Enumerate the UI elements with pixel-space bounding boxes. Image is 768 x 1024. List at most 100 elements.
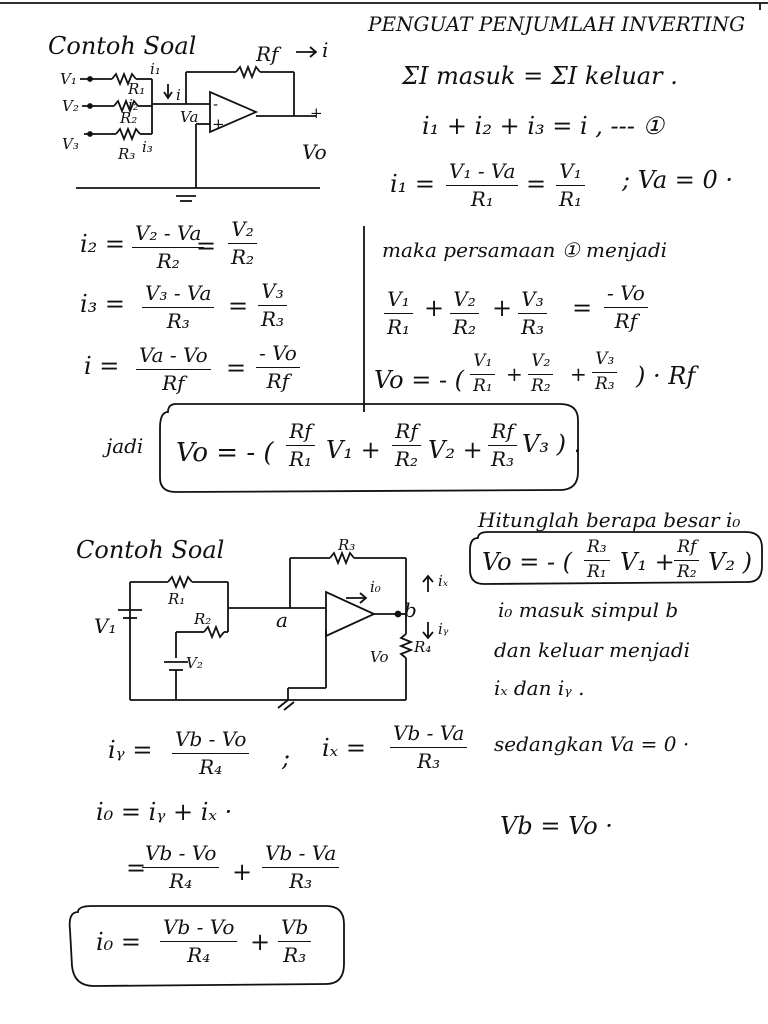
i-simple-denominator: Rf (266, 369, 290, 393)
i1-equals: = (526, 170, 547, 198)
final-plus: + (250, 928, 271, 956)
i1-simple-numerator: V₁ (556, 160, 585, 186)
i1-numerator: V₁ - Va (446, 160, 519, 186)
ix-label: iₓ = (322, 734, 366, 762)
vo-expression-start: Vo = - ( (374, 366, 465, 394)
final-io-label: i₀ = (96, 928, 142, 956)
label-v3: V₃ (62, 135, 79, 153)
r1-plus-1: + (424, 294, 445, 322)
result-vo-start: Vo = - ( (176, 438, 274, 468)
vo-term-1-num: V₁ (470, 351, 496, 375)
ix-numerator: Vb - Va (390, 722, 468, 748)
r1-term-1-num: V₁ (384, 288, 413, 314)
arrowhead-iy (422, 631, 434, 640)
vo-plus-2: + (570, 362, 587, 386)
q2-vo-start: Vo = - ( (482, 548, 573, 576)
circuit-1 (76, 46, 320, 202)
i1-simple-denominator: R₁ (559, 187, 583, 211)
label-i2: i₂ (128, 96, 139, 114)
vo-term-1: V₁ R₁ (470, 351, 496, 396)
terminal-v2 (87, 103, 93, 109)
resistor-r2 (113, 98, 139, 114)
resistor-r1 (111, 71, 137, 87)
label-v2: V₂ (62, 97, 79, 115)
i3-simple-denominator: R₃ (261, 307, 285, 331)
label-vo: Vo (302, 140, 327, 164)
vo-term-3-num: V₃ (592, 349, 618, 373)
formula-box-2 (469, 531, 763, 585)
result-term-2-num: Rf (392, 420, 421, 446)
resistor-r3-c2 (329, 550, 355, 566)
io-term-2-den: R₃ (289, 869, 313, 893)
label-v1: V₁ (60, 70, 77, 88)
q2-term-2-den: R₂ (677, 561, 697, 582)
io-term-1-den: R₄ (169, 869, 193, 893)
label-i-node: i (176, 86, 181, 104)
c2-label-io: i₀ (370, 578, 381, 596)
q2-term-2-num: Rf (674, 537, 700, 561)
label-opamp-plus: + (212, 115, 225, 133)
label-va: Va (180, 108, 199, 126)
i-simple-numerator: - Vo (256, 342, 300, 368)
result-text-1: V₁ + (326, 436, 381, 464)
iy-label: iᵧ = (108, 736, 153, 764)
i2-numerator: V₂ - Va (132, 222, 205, 248)
vo-term-1-den: R₁ (473, 375, 493, 396)
r1-term-3-den: R₃ (521, 315, 545, 339)
i3-label: i₃ = (80, 290, 126, 318)
opamp-1 (209, 90, 259, 134)
i3-fraction-simple: V₃ R₃ (258, 280, 287, 331)
result-term-2-den: R₂ (395, 447, 419, 471)
question-2: Hitunglah berapa besar i₀ (478, 508, 741, 532)
r1-term-1-den: R₁ (387, 315, 411, 339)
result-box-1 (159, 403, 579, 493)
c2-label-vo: Vo (370, 648, 389, 666)
label-rf: Rf (256, 42, 279, 66)
q2-term-1: R₃ R₁ (584, 537, 610, 582)
c2-label-iy: iᵧ (438, 620, 449, 638)
arrowhead-io (359, 592, 368, 604)
i3-equals: = (228, 292, 249, 320)
label-i: i (322, 38, 329, 62)
result-term-1-den: R₁ (289, 447, 313, 471)
resistor-r4 (398, 633, 414, 659)
example-title-1: Contoh Soal (48, 32, 197, 60)
r1-term-4: - Vo Rf (604, 282, 648, 333)
i-label: i = (84, 352, 120, 380)
r1-term-1: V₁ R₁ (384, 288, 413, 339)
c2-label-v2: V₂ (186, 654, 203, 672)
i1-fraction: V₁ - Va R₁ (446, 160, 519, 211)
vo-term-3-den: R₃ (595, 373, 615, 394)
c2-label-node-b: b (404, 598, 417, 622)
i3-denominator: R₃ (166, 309, 190, 333)
note-line-2: dan keluar menjadi (494, 638, 691, 662)
r1-equals: = (572, 294, 593, 322)
vo-plus-1: + (506, 362, 523, 386)
arrowhead-i-node (163, 91, 173, 100)
resistor-rf (235, 64, 261, 80)
i2-simple-numerator: V₂ (228, 218, 257, 244)
i3-fraction: V₃ - Va R₃ (142, 282, 215, 333)
c2-label-r3: R₃ (338, 536, 356, 554)
i2-equals: = (196, 232, 217, 260)
result-term-2: Rf R₂ (392, 420, 421, 471)
r1-plus-2: + (492, 294, 513, 322)
r1-term-2-den: R₂ (453, 315, 477, 339)
result-box-2 (68, 905, 345, 987)
q2-text-1: V₁ + (620, 548, 675, 576)
i1-denominator: R₁ (470, 187, 494, 211)
label-r2: R₂ (120, 109, 138, 127)
io-term-2: Vb - Va R₃ (262, 842, 340, 893)
result-text-3: V₃ ) . (522, 430, 582, 458)
q2-term-2: Rf R₂ (674, 537, 700, 582)
i3-numerator: V₃ - Va (142, 282, 215, 308)
sum-equation: i₁ + i₂ + i₃ = i , --- ① (422, 112, 665, 140)
c2-label-r4: R₄ (414, 638, 432, 656)
q2-term-1-den: R₁ (587, 561, 607, 582)
result-term-1: Rf R₁ (286, 420, 315, 471)
i3-simple-numerator: V₃ (258, 280, 287, 306)
label-i3: i₃ (142, 138, 153, 156)
result-term-3: Rf R₃ (488, 420, 517, 471)
vo-term-2-num: V₂ (528, 351, 554, 375)
